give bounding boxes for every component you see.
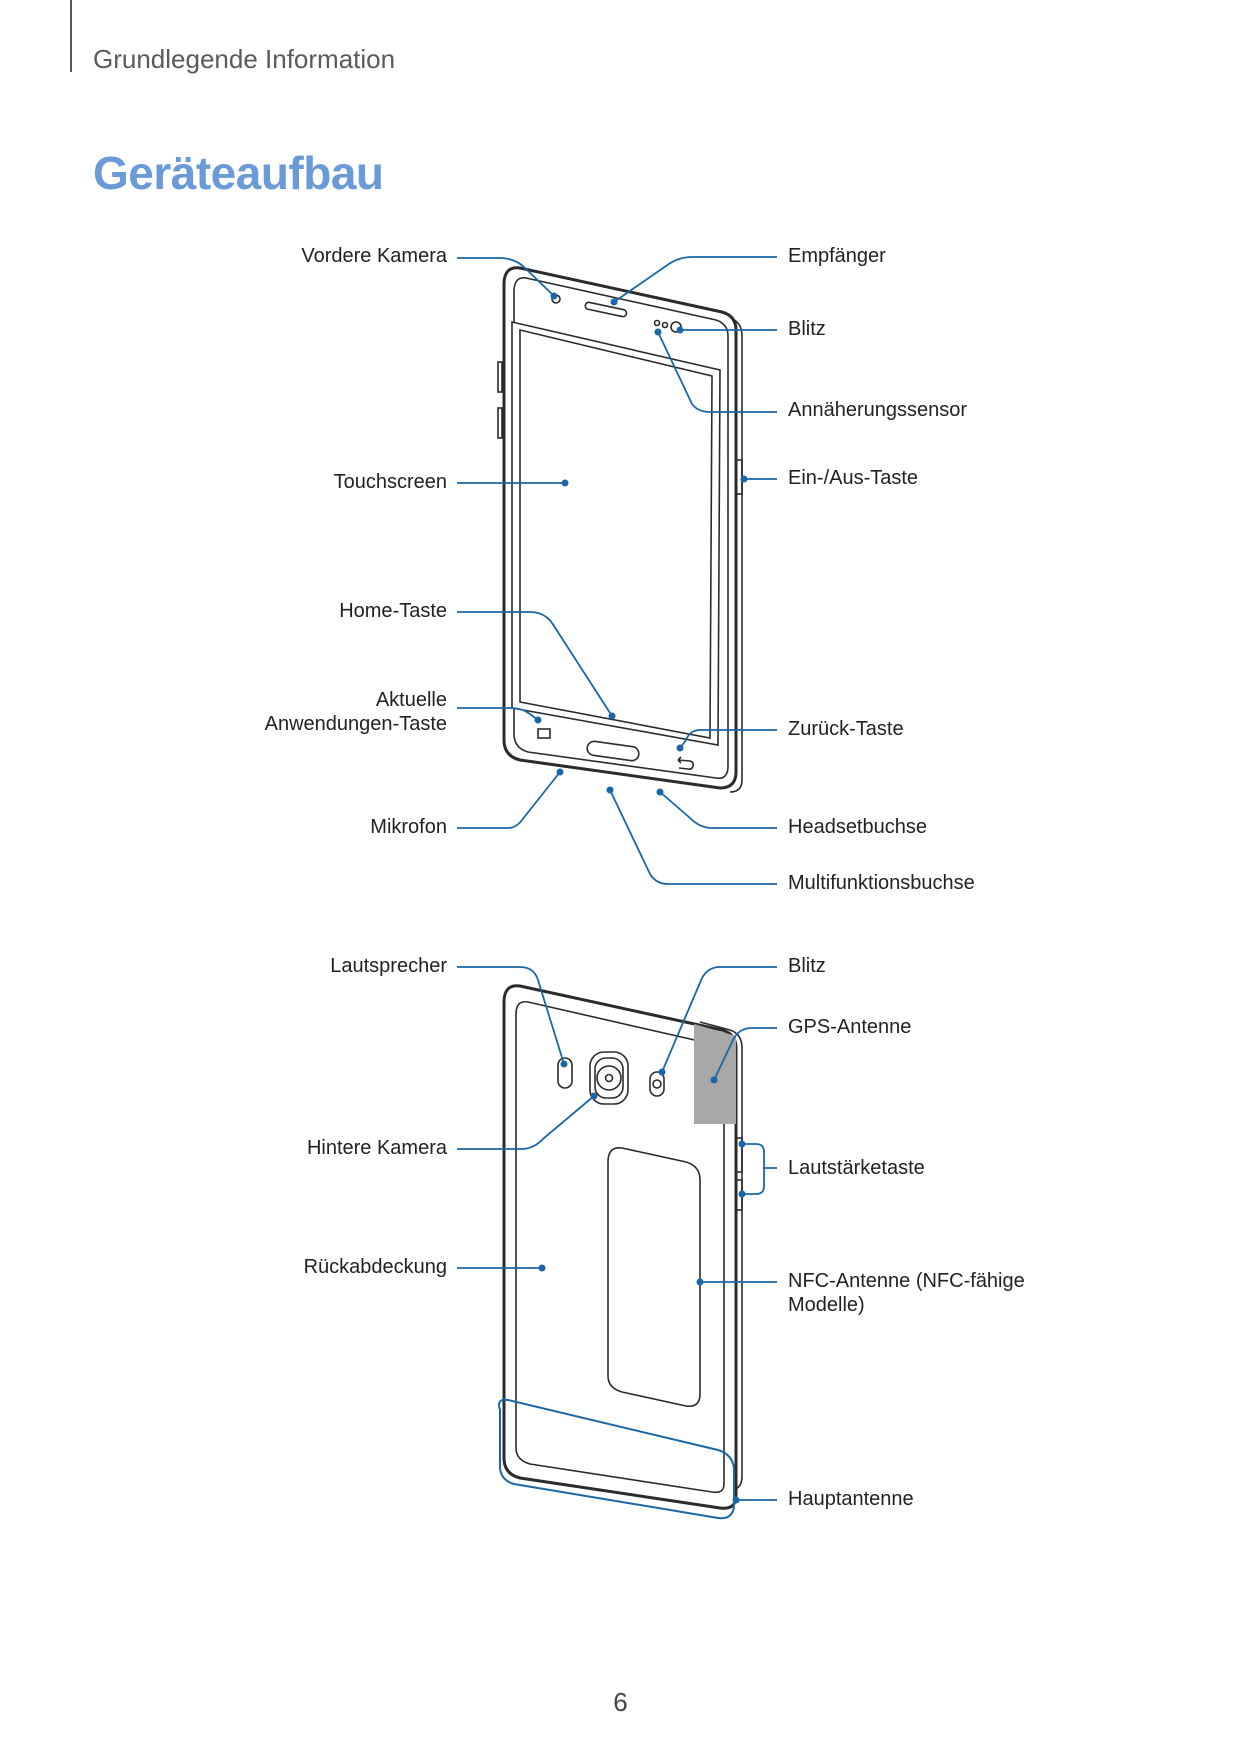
- label-headsetbuchse: Headsetbuchse: [788, 816, 927, 838]
- label-hauptantenne: Hauptantenne: [788, 1488, 914, 1510]
- label-lautstaerketaste: Lautstärketaste: [788, 1157, 925, 1179]
- label-annaeherungssensor: Annäherungssensor: [788, 399, 967, 421]
- label-mikrofon: Mikrofon: [370, 816, 447, 838]
- section-title: Grundlegende Information: [93, 44, 396, 74]
- label-blitz-back: Blitz: [788, 955, 826, 977]
- label-home-taste: Home-Taste: [339, 600, 447, 622]
- back-labels: Lautsprecher Blitz GPS-Antenne Hintere K…: [304, 955, 1025, 1510]
- label-gps-antenne: GPS-Antenne: [788, 1016, 911, 1038]
- label-aktuelle-line2: Anwendungen-Taste: [265, 713, 447, 735]
- label-hintere-kamera: Hintere Kamera: [307, 1137, 448, 1159]
- page-title: Geräteaufbau: [93, 147, 384, 199]
- label-ein-aus-taste: Ein-/Aus-Taste: [788, 467, 918, 489]
- label-aktuelle-line1: Aktuelle: [376, 689, 447, 711]
- gps-antenna-area: [694, 1024, 736, 1124]
- back-leader-lines: [457, 966, 777, 1504]
- header-rule: [70, 0, 72, 72]
- label-touchscreen: Touchscreen: [334, 471, 447, 493]
- label-nfc-line1: NFC-Antenne (NFC-fähige: [788, 1270, 1025, 1292]
- label-blitz-front: Blitz: [788, 318, 826, 340]
- back-phone-illustration: [498, 984, 743, 1520]
- front-leader-lines: [457, 256, 777, 885]
- label-multifunktionsbuchse: Multifunktionsbuchse: [788, 872, 975, 894]
- page-number: 6: [613, 1687, 628, 1717]
- label-vordere-kamera: Vordere Kamera: [301, 245, 448, 267]
- label-nfc-line2: Modelle): [788, 1294, 865, 1316]
- label-lautsprecher: Lautsprecher: [330, 955, 447, 977]
- label-empfaenger: Empfänger: [788, 245, 886, 267]
- label-rueckabdeckung: Rückabdeckung: [304, 1256, 447, 1278]
- label-zurueck-taste: Zurück-Taste: [788, 718, 904, 740]
- front-labels: Vordere Kamera Empfänger Blitz Annäherun…: [265, 245, 975, 894]
- front-phone-illustration: [497, 266, 743, 793]
